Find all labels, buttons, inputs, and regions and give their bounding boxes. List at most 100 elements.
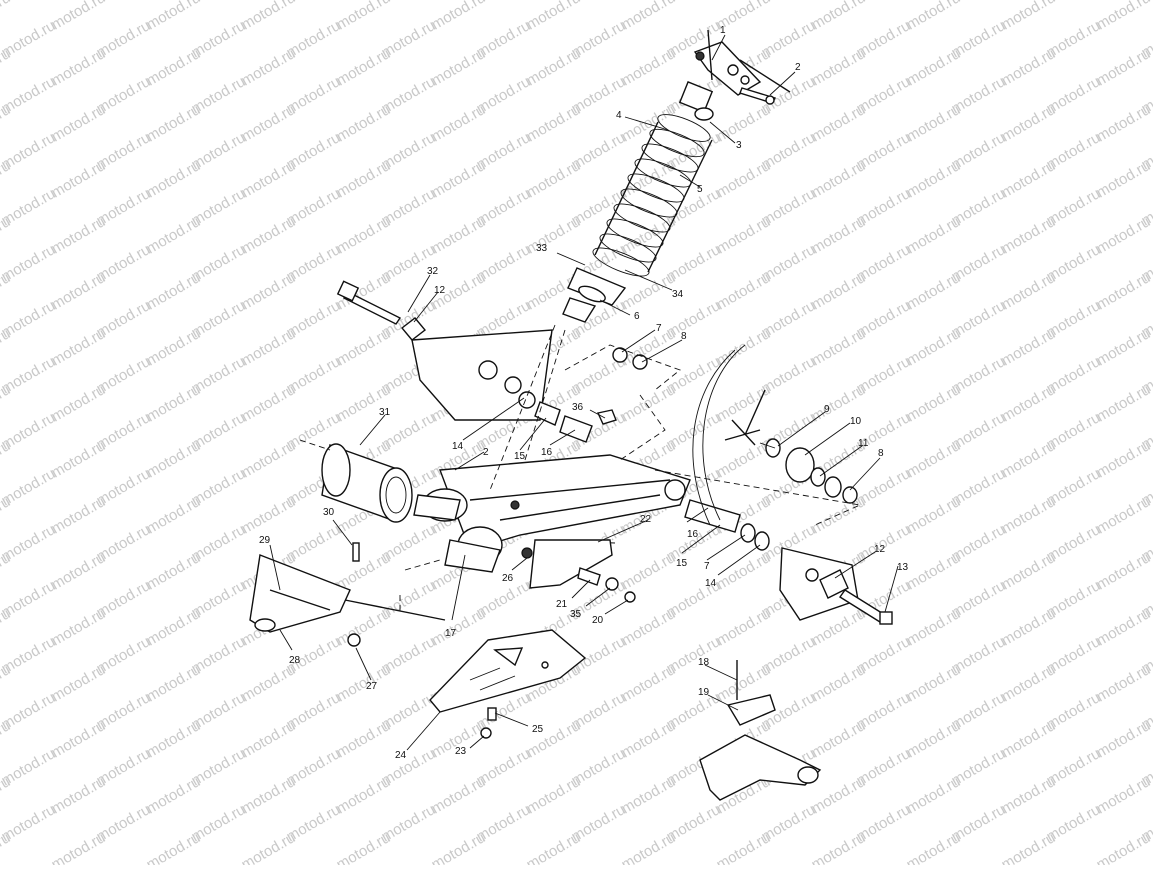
watermark-text: motod.ru: [809, 717, 869, 761]
watermark-text: motod.ru: [1094, 549, 1153, 593]
callout-25: 25: [532, 724, 544, 735]
watermark-text: motod.ru: [904, 0, 964, 33]
watermark-text: motod.ru: [144, 773, 204, 817]
watermark-text: motod.ru: [144, 717, 204, 761]
watermark-text: motod.ru: [999, 437, 1059, 481]
watermark-text: motod.ru: [714, 829, 774, 865]
watermark-text: motod.ru: [524, 829, 584, 865]
watermark-text: motod.ru: [239, 101, 299, 145]
watermark-text: motod.ru: [1094, 717, 1153, 761]
watermark-text: motod.ru: [1094, 0, 1153, 33]
callout-9: 9: [824, 404, 830, 415]
watermark-text: motod.ru: [1094, 773, 1153, 817]
watermark-text: motod.ru: [999, 605, 1059, 649]
watermark-text: motod.ru: [809, 269, 869, 313]
watermark-text: motod.ru: [999, 213, 1059, 257]
callout-23: 23: [455, 746, 467, 757]
watermark-text: motod.ru: [904, 829, 964, 865]
callout-36: 36: [572, 402, 584, 413]
watermark-text: motod.ru: [714, 437, 774, 481]
watermark-text: motod.ru: [49, 101, 109, 145]
watermark-text: motod.ru: [999, 717, 1059, 761]
watermark-text: motod.ru: [904, 101, 964, 145]
watermark-text: motod.ru: [49, 437, 109, 481]
watermark-text: motod.ru: [1094, 605, 1153, 649]
watermark-text: motod.ru: [144, 157, 204, 201]
callout-6: 6: [634, 311, 640, 322]
watermark-text: motod.ru: [144, 0, 204, 33]
watermark-text: motod.ru: [524, 773, 584, 817]
watermark-text: motod.ru: [144, 45, 204, 89]
watermark-text: motod.ru: [904, 717, 964, 761]
callout-32: 32: [427, 266, 439, 277]
watermark-text: motod.ru: [144, 101, 204, 145]
watermark-text: motod.ru: [334, 157, 394, 201]
watermark-text: motod.ru: [999, 829, 1059, 865]
watermark-text: motod.ru: [334, 325, 394, 369]
watermark-text: motod.ru: [809, 101, 869, 145]
watermark-text: motod.ru: [904, 661, 964, 705]
callout-15-left: 15: [514, 451, 526, 462]
watermark-text: motod.ru: [999, 773, 1059, 817]
watermark-text: motod.ru: [904, 549, 964, 593]
watermark-text: motod.ru: [619, 45, 679, 89]
callout-7-right: 7: [704, 561, 710, 572]
callout-12-right: 12: [874, 544, 886, 555]
callout-24: 24: [395, 750, 407, 761]
watermark-text: motod.ru: [334, 773, 394, 817]
watermark-text: motod.ru: [904, 437, 964, 481]
watermark-text: motod.ru: [809, 0, 869, 33]
watermark-text: motod.ru: [619, 773, 679, 817]
watermark-text: motod.ru: [144, 661, 204, 705]
watermark-text: motod.ru: [1094, 157, 1153, 201]
watermark-text: motod.ru: [999, 549, 1059, 593]
callout-8-right: 8: [878, 448, 884, 459]
watermark-text: motod.ru: [334, 717, 394, 761]
watermark-text: motod.ru: [1094, 437, 1153, 481]
callout-17: 17: [445, 628, 457, 639]
watermark-text: motod.ru: [239, 0, 299, 33]
watermark-text: motod.ru: [714, 157, 774, 201]
watermark-text: motod.ru: [999, 325, 1059, 369]
watermark-text: motod.ru: [904, 213, 964, 257]
watermark-text: motod.ru: [999, 0, 1059, 33]
watermark-text: motod.ru: [714, 213, 774, 257]
watermark-text: motod.ru: [49, 0, 109, 33]
watermark-text: motod.ru: [334, 605, 394, 649]
watermark-text: motod.ru: [239, 157, 299, 201]
callout-14-left: 14: [452, 441, 464, 452]
callout-21: 21: [556, 599, 568, 610]
callout-11: 11: [858, 438, 869, 449]
right-side-plate: [780, 548, 892, 624]
watermark-text: motod.ru: [239, 717, 299, 761]
watermark-text: motod.ru: [1094, 661, 1153, 705]
watermark-text: motod.ru: [429, 157, 489, 201]
watermark-text: motod.ru: [999, 101, 1059, 145]
watermark-text: motod.ru: [619, 381, 679, 425]
watermark-text: motod.ru: [1094, 213, 1153, 257]
callout-27: 27: [366, 681, 378, 692]
watermark-text: motod.ru: [49, 213, 109, 257]
watermark-text: motod.ru: [334, 101, 394, 145]
watermark-text: motod.ru: [49, 773, 109, 817]
watermark-text: motod.ru: [144, 493, 204, 537]
watermark-text: motod.ru: [49, 829, 109, 865]
callout-28: 28: [289, 655, 301, 666]
watermark-text: motod.ru: [999, 269, 1059, 313]
callout-1: 1: [720, 25, 726, 36]
callout-20: 20: [592, 615, 604, 626]
watermark-text: motod.ru: [334, 45, 394, 89]
callout-8-top: 8: [681, 331, 687, 342]
watermark-text: motod.ru: [619, 213, 679, 257]
callout-34: 34: [672, 289, 684, 300]
callout-18: 18: [698, 657, 710, 668]
watermark-text: motod.ru: [49, 269, 109, 313]
watermark-text: motod.ru: [809, 661, 869, 705]
watermark-text: motod.ru: [49, 493, 109, 537]
callout-15-right: 15: [676, 558, 688, 569]
watermark-text: motod.ru: [49, 661, 109, 705]
watermark-text: motod.ru: [809, 493, 869, 537]
watermark-text: motod.ru: [49, 45, 109, 89]
callout-5: 5: [697, 184, 703, 195]
